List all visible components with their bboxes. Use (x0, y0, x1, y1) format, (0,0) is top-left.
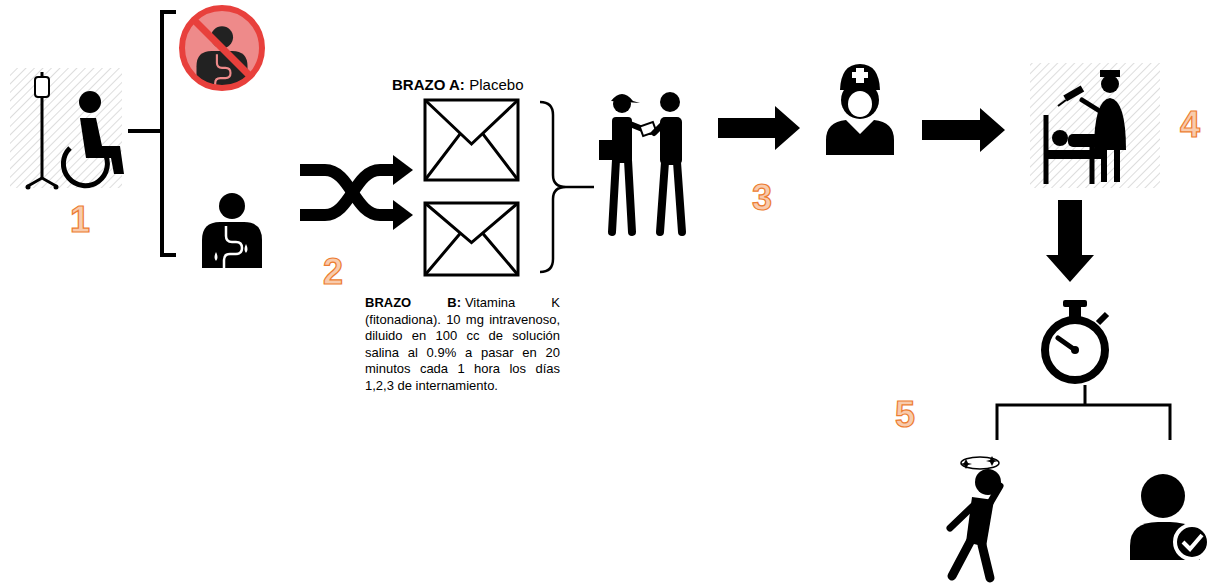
art-part (393, 200, 413, 230)
art-part (677, 162, 682, 232)
art-part (300, 170, 396, 215)
envelope-arm: BRAZO A:Placebo (392, 76, 524, 184)
art-part (219, 193, 245, 219)
art-part (1068, 134, 1104, 147)
art-part (162, 12, 176, 255)
art-part (26, 185, 31, 190)
art-part (612, 160, 616, 232)
envelope-icon (425, 203, 518, 275)
art-part (1183, 535, 1202, 549)
art-part (202, 222, 262, 268)
art-part (852, 72, 868, 78)
art-part (224, 226, 242, 268)
bed-injection-icon (1030, 63, 1160, 188)
art-part (1045, 320, 1105, 380)
art-part (950, 506, 973, 528)
art-part (1052, 130, 1068, 146)
art-part (393, 155, 413, 185)
envelope-icon (425, 100, 518, 180)
envelope-icon (423, 201, 520, 277)
art-part (1114, 150, 1120, 182)
art-part (982, 545, 990, 578)
art-part (1101, 75, 1119, 93)
envelope-flap (425, 100, 518, 144)
art-part (1044, 115, 1049, 184)
art-part (182, 8, 262, 88)
art-part (611, 94, 640, 103)
art-part (215, 244, 248, 261)
art-part (960, 456, 998, 469)
callout-number: 2 (323, 252, 343, 292)
envelope-flap (425, 203, 518, 243)
art-part (540, 102, 566, 272)
arm-text-block: BRAZO B:Vitamina K (fitonadiona). 10 mg … (365, 295, 560, 394)
envelope-border (425, 100, 518, 180)
callout-number: 3 (752, 178, 772, 218)
callout-number: 4 (1180, 105, 1200, 145)
art-part (952, 542, 970, 576)
randomization-symbol (300, 155, 413, 230)
envelope-arm: BRAZO B:Vitamina K (fitonadiona). 10 mg … (365, 203, 560, 394)
art-part (1071, 346, 1079, 354)
art-part (1063, 300, 1087, 307)
art-part (660, 92, 680, 112)
envelope-icon (423, 98, 520, 182)
art-part (840, 64, 880, 90)
art-part (1063, 86, 1084, 102)
art-part (28, 178, 56, 186)
flow-arrow (718, 106, 800, 150)
art-part (1046, 150, 1106, 159)
envelope-border (425, 203, 518, 275)
art-part (628, 160, 632, 232)
flow-arrow (1046, 200, 1094, 282)
flow-arrow (922, 108, 1005, 152)
art-part (654, 125, 662, 133)
art-part (660, 162, 665, 232)
art-part (54, 185, 59, 190)
callout-number: 5 (895, 395, 915, 435)
arm-heading: BRAZO B: (365, 295, 461, 310)
outcome-bracket (997, 385, 1170, 440)
art-part (35, 77, 49, 97)
included-patient-icon (202, 193, 262, 268)
adverse-event-icon (950, 456, 1001, 578)
art-part (63, 148, 107, 186)
split-bracket (128, 12, 176, 255)
art-part (961, 457, 999, 469)
art-part (1058, 100, 1066, 106)
callout-number: 1 (70, 200, 90, 240)
art-part (826, 120, 894, 155)
art-part (599, 140, 617, 160)
stopwatch-icon (1045, 300, 1107, 380)
arm-description: Placebo (469, 76, 523, 93)
delivery-icon (599, 92, 682, 232)
art-part (848, 91, 872, 117)
nurse-icon (826, 64, 894, 155)
art-part (10, 68, 122, 188)
art-part (79, 91, 101, 113)
art-part (80, 118, 124, 174)
art-part (1100, 70, 1120, 77)
hospitalized-patient-icon (10, 68, 124, 190)
art-part (1141, 474, 1185, 518)
art-part (566, 186, 594, 189)
merge-bracket (540, 102, 594, 272)
art-part (300, 170, 396, 215)
excluded-patient-icon (182, 8, 262, 97)
arm-text-block: BRAZO A:Placebo (392, 76, 524, 94)
art-part (128, 129, 162, 133)
art-part (1082, 100, 1098, 110)
envelope-fold (425, 134, 518, 180)
art-part (194, 20, 250, 76)
art-part (1098, 314, 1107, 323)
envelope-fold (425, 233, 518, 275)
art-part (1030, 63, 1160, 188)
art-part (990, 486, 1000, 503)
recovery-icon (1130, 474, 1209, 560)
art-part (1175, 525, 1209, 559)
arm-heading: BRAZO A: (392, 76, 465, 93)
